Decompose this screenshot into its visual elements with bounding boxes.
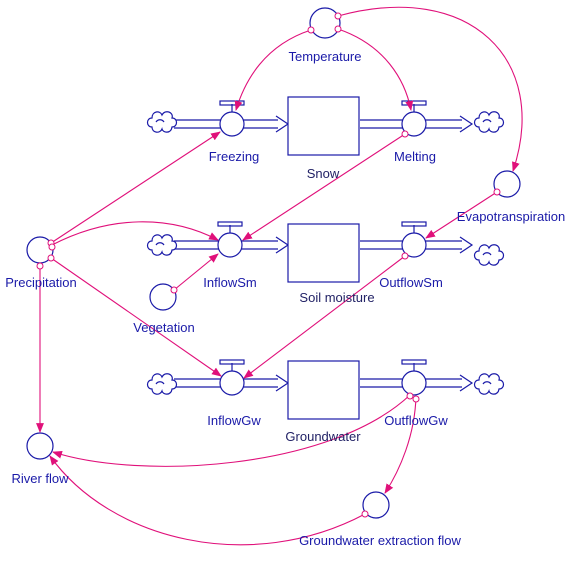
aux-river-flow[interactable]: [26, 432, 54, 460]
aux-groundwater-extraction[interactable]: [362, 491, 390, 519]
valve-outflow-gw[interactable]: [401, 359, 427, 396]
link-temperature-melting: [337, 28, 414, 111]
label-vegetation: Vegetation: [133, 320, 194, 335]
stock-soil-moisture[interactable]: [287, 223, 360, 283]
link-outflowsm-inflowgw: [243, 255, 406, 379]
link-extraction-riverflow: [49, 455, 366, 546]
label-outflowsm: OutflowSm: [379, 275, 443, 290]
link-evapotranspiration-outflowsm: [425, 191, 498, 239]
stock-groundwater[interactable]: [287, 360, 360, 420]
source-cloud-icon: [146, 373, 178, 395]
link-precipitation-inflowsm: [51, 221, 219, 246]
source-cloud-icon: [146, 111, 178, 133]
label-precipitation: Precipitation: [5, 275, 77, 290]
sink-cloud-icon: [473, 244, 505, 266]
label-inflowgw: InflowGw: [207, 413, 261, 428]
label-evapotranspiration: Evapotranspiration: [457, 209, 565, 224]
link-origin-dots: [36, 12, 501, 518]
aux-vegetation[interactable]: [149, 283, 177, 311]
label-river-flow: River flow: [11, 471, 69, 486]
aux-evapotranspiration[interactable]: [493, 170, 521, 198]
label-inflowsm: InflowSm: [203, 275, 256, 290]
label-groundwater: Groundwater: [285, 429, 361, 444]
link-precipitation-freezing: [50, 131, 221, 244]
link-outflowgw-extraction: [384, 395, 417, 494]
aux-temperature[interactable]: [309, 7, 341, 39]
label-soil-moisture: Soil moisture: [299, 290, 374, 305]
link-temperature-freezing: [234, 29, 312, 111]
stock-snow[interactable]: [287, 96, 360, 156]
sink-cloud-icon: [473, 373, 505, 395]
valve-inflow-gw[interactable]: [219, 359, 245, 396]
valve-freezing[interactable]: [219, 100, 245, 137]
label-outflowgw: OutflowGw: [384, 413, 448, 428]
valve-melting[interactable]: [401, 100, 427, 137]
sink-cloud-icon: [473, 111, 505, 133]
link-precipitation-inflowgw: [50, 257, 222, 377]
label-snow: Snow: [307, 166, 340, 181]
valve-inflow-sm[interactable]: [217, 221, 243, 258]
valve-outflow-sm[interactable]: [401, 221, 427, 258]
source-cloud-icon: [146, 234, 178, 256]
label-melting: Melting: [394, 149, 436, 164]
link-temperature-evapotranspiration: [337, 6, 523, 172]
link-vegetation-inflowsm: [173, 253, 219, 291]
label-freezing: Freezing: [209, 149, 260, 164]
label-temperature: Temperature: [289, 49, 362, 64]
causal-links: [36, 6, 523, 546]
label-groundwater-extraction: Groundwater extraction flow: [299, 533, 461, 548]
link-outflowgw-riverflow: [52, 394, 411, 467]
link-melting-inflowsm: [242, 133, 406, 241]
